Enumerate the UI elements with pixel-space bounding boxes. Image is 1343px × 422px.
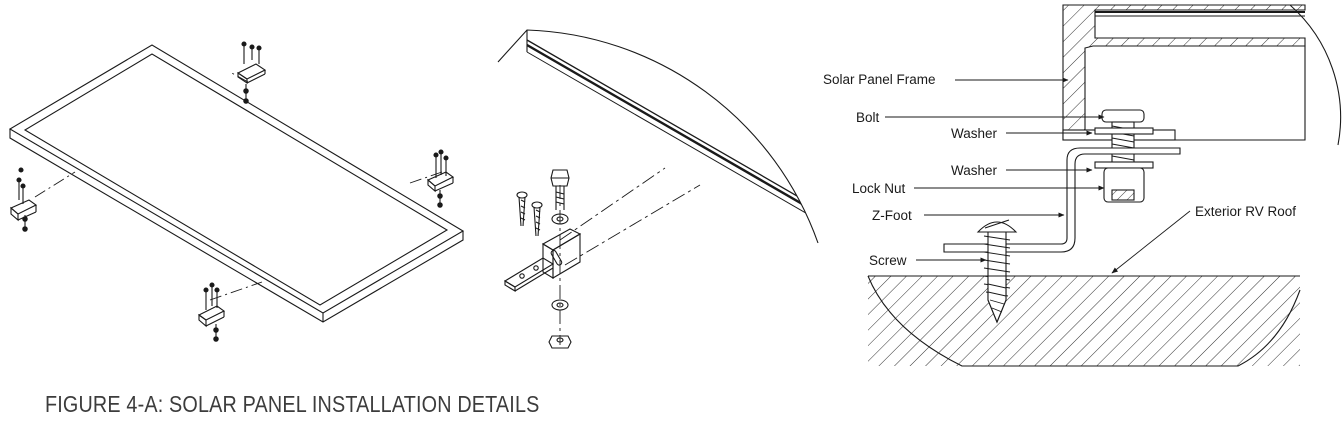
detail-labels: Solar Panel Frame Bolt Washer Washer Loc… [823,72,1296,268]
self-tapping-screws [516,191,543,237]
mount-bracket-right [426,149,455,208]
hex-bolt [550,169,570,210]
mount-bracket-bottom [197,282,226,342]
washer-upper-section [1094,127,1154,135]
lock-nut-part [548,335,572,349]
washer-lower-part [551,299,569,311]
bracket-exploded-view [497,29,819,349]
solar-panel-edge [9,129,464,323]
label-solar-panel-frame: Solar Panel Frame [823,72,936,87]
panel-overview [8,41,465,342]
washer-lower-section [1094,161,1154,169]
leader-lines [885,77,1191,274]
section-magnifier-arc [1289,4,1342,146]
figure-caption: FIGURE 4-A: SOLAR PANEL INSTALLATION DET… [45,391,540,417]
label-bolt: Bolt [856,110,880,125]
label-screw: Screw [869,253,907,268]
mount-bracket-top [236,41,267,104]
roof-break-arc [867,275,1301,367]
label-washer-upper: Washer [951,126,998,141]
label-exterior-rv-roof: Exterior RV Roof [1195,204,1296,219]
mount-bracket-left [9,167,38,232]
panel-frame-section [1062,4,1306,141]
lock-nut-section [1103,167,1145,203]
label-washer-lower: Washer [951,163,998,178]
z-foot-bracket [503,228,582,292]
magnified-panel-frame [526,30,818,228]
label-lock-nut: Lock Nut [852,181,906,196]
mount-centerlines [34,71,443,301]
exploded-centerlines [559,167,701,345]
washer-upper-part [551,213,569,225]
magnified-panel-outline [497,29,819,244]
solar-panel-top [8,44,465,314]
z-foot-section [943,147,1181,253]
solar-panel-glass [23,53,449,306]
rv-roof-section [868,276,1300,366]
panel-body-section [1095,45,1306,141]
label-z-foot: Z-Foot [872,208,912,223]
section-detail [867,4,1342,367]
